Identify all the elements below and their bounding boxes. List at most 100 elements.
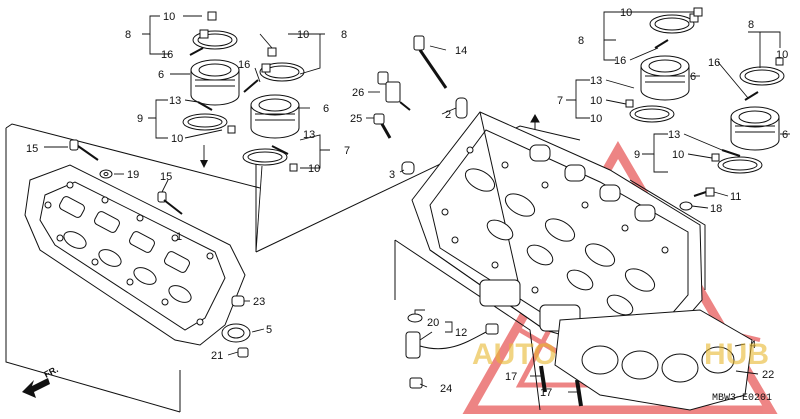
nut-10-center-low (289, 163, 298, 172)
label-4: 4 (750, 339, 756, 351)
washer-18 (679, 201, 693, 211)
label-15: 15 (160, 171, 172, 183)
label-6: 6 (690, 71, 696, 83)
insulator-6-center (250, 94, 300, 139)
clamp-9-left (182, 113, 228, 131)
label-6: 6 (323, 103, 329, 115)
stud-17-a (539, 365, 547, 393)
dowel-23 (231, 295, 245, 307)
label-10: 10 (776, 49, 788, 61)
nut-10-top-left (207, 11, 217, 21)
label-10: 10 (590, 95, 602, 107)
arrow-down-left (200, 160, 208, 168)
label-18: 18 (710, 203, 722, 215)
screw-13-left (197, 101, 213, 111)
label-8: 8 (578, 35, 584, 47)
nut-10-right-far (775, 57, 784, 66)
front-direction-arrow: FR. (22, 364, 60, 398)
label-13: 13 (303, 129, 315, 141)
nut-10-right-top (693, 7, 703, 17)
label-16: 16 (238, 59, 250, 71)
clamp-8-right-b (739, 66, 785, 86)
label-10: 10 (672, 149, 684, 161)
label-13: 13 (668, 129, 680, 141)
insulator-6-left (190, 59, 240, 106)
screw-16-left (189, 47, 204, 56)
dowel-3 (401, 161, 415, 175)
label-3: 3 (389, 169, 395, 181)
screw-16-right-a (654, 39, 669, 49)
label-11: 11 (730, 191, 741, 203)
label-8: 8 (748, 19, 754, 31)
label-6: 6 (158, 69, 164, 81)
label-9: 9 (634, 149, 640, 161)
head-gasket-4 (554, 309, 753, 411)
label-24: 24 (440, 383, 452, 395)
clamp-8-right-a (649, 13, 699, 34)
label-8: 8 (341, 29, 347, 41)
bolt-24 (409, 377, 423, 389)
label-10: 10 (171, 133, 183, 145)
label-16: 16 (161, 49, 173, 61)
screw-13-center (271, 145, 289, 155)
part-labels: 10 8 16 6 13 9 10 16 10 8 6 13 7 10 15 1… (26, 7, 788, 399)
screw-16-right-b (744, 91, 759, 101)
label-16: 16 (708, 57, 720, 69)
sensor-12 (405, 313, 499, 359)
stud-17-b (575, 379, 583, 407)
label-7: 7 (344, 145, 350, 157)
label-9: 9 (137, 113, 143, 125)
watermark-text: AUTO HUB (472, 338, 769, 371)
label-2: 2 (445, 109, 451, 121)
label-13: 13 (169, 95, 181, 107)
nut-10-right-low (711, 153, 720, 162)
bolt-15-a (69, 139, 99, 161)
label-6: 6 (782, 129, 788, 141)
watermark-text-left: AUTO (472, 338, 556, 371)
nut-10-right-mid (625, 99, 634, 108)
assembly-frame (5, 123, 706, 413)
label-17: 17 (505, 371, 517, 383)
label-17: 17 (540, 387, 552, 399)
label-15: 15 (26, 143, 38, 155)
label-10: 10 (620, 7, 632, 19)
label-25: 25 (350, 113, 362, 125)
clamp-7-center (242, 148, 288, 166)
front-label: FR. (42, 364, 59, 380)
washer-19 (99, 169, 113, 179)
label-16: 16 (614, 55, 626, 67)
label-10: 10 (590, 113, 602, 125)
bolt-11 (693, 187, 715, 197)
clamp-9-right (717, 156, 763, 174)
label-8: 8 (125, 29, 131, 41)
label-19: 19 (127, 169, 139, 181)
label-5: 5 (266, 324, 272, 336)
clamp-8-center (259, 62, 305, 82)
leader-lines (44, 11, 790, 410)
label-10: 10 (308, 163, 320, 175)
label-10: 10 (163, 11, 175, 23)
gasket-5 (221, 323, 251, 343)
clamp-7-right (629, 105, 675, 123)
camshaft-holder (24, 164, 246, 346)
label-12: 12 (455, 327, 467, 339)
label-22: 22 (762, 369, 774, 381)
screw-16-center (243, 79, 259, 93)
label-23: 23 (253, 296, 265, 308)
nut-10-mid-left (227, 125, 236, 134)
label-20: 20 (427, 317, 439, 329)
bolt-25 (373, 113, 392, 139)
cylinder-head (411, 111, 703, 361)
screw-13-right (721, 149, 741, 157)
label-26: 26 (352, 87, 364, 99)
dowel-2 (455, 97, 468, 119)
label-13: 13 (590, 75, 602, 87)
insulator-6-right-a (640, 55, 690, 101)
spark-plug-26 (377, 71, 411, 111)
bolt-21 (237, 347, 249, 358)
nut-10-center (267, 47, 277, 57)
label-10: 10 (297, 29, 309, 41)
diagram-code: MBW3−E0201 (712, 393, 772, 404)
stud-14 (413, 35, 448, 89)
